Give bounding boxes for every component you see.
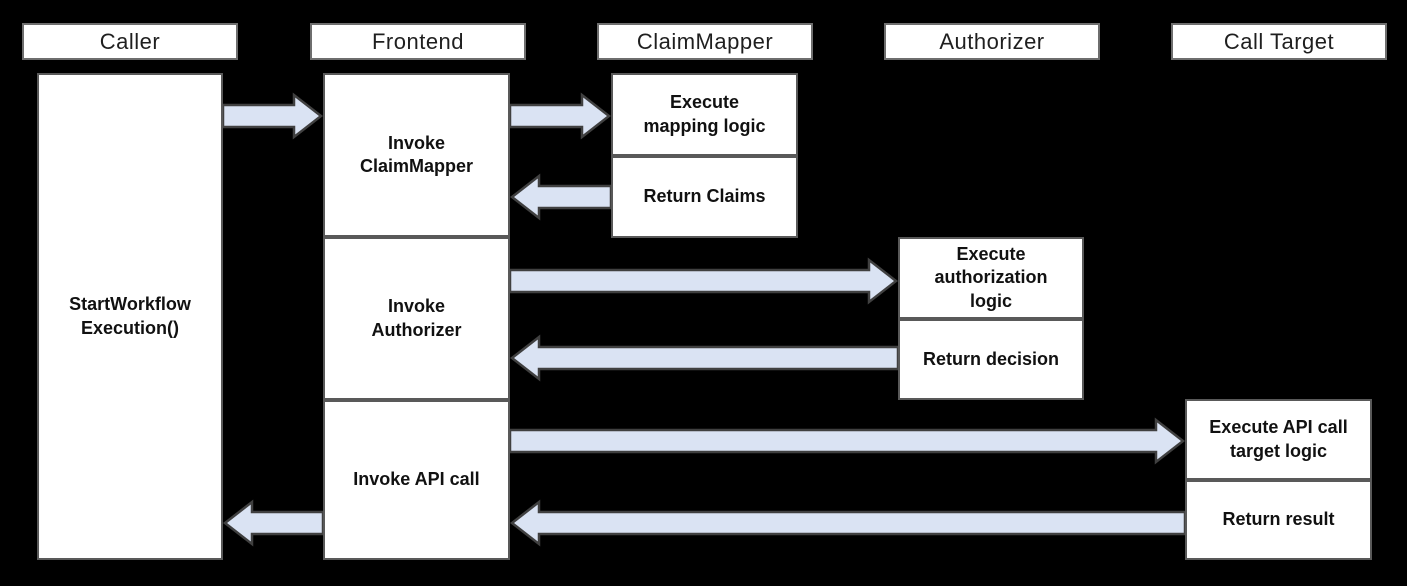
lane-header-frontend: Frontend: [310, 23, 526, 60]
box-return-result: Return result: [1185, 480, 1372, 560]
box-execute-authorization-logic: Execute authorization logic: [898, 237, 1084, 319]
box-return-decision: Return decision: [898, 319, 1084, 400]
box-invoke-claimmapper: Invoke ClaimMapper: [323, 73, 510, 237]
arrow-claimmapper-to-frontend: [509, 173, 613, 221]
arrow-frontend-to-authorizer: [508, 257, 899, 305]
lane-header-caller: Caller: [22, 23, 238, 60]
box-invoke-authorizer: Invoke Authorizer: [323, 237, 510, 400]
box-execute-mapping-logic: Execute mapping logic: [611, 73, 798, 156]
arrow-frontend-to-calltarget: [508, 417, 1186, 465]
lane-header-authorizer: Authorizer: [884, 23, 1100, 60]
box-execute-api-call-target-logic: Execute API call target logic: [1185, 399, 1372, 480]
box-invoke-api-call: Invoke API call: [323, 400, 510, 560]
lane-header-claimmapper: ClaimMapper: [597, 23, 813, 60]
lane-header-call-target: Call Target: [1171, 23, 1387, 60]
arrow-frontend-to-caller: [222, 499, 325, 547]
arrow-frontend-to-claimmapper: [508, 92, 612, 140]
arrow-calltarget-to-frontend: [509, 499, 1187, 547]
box-startworkflowexecution: StartWorkflow Execution(): [37, 73, 223, 560]
box-return-claims: Return Claims: [611, 156, 798, 238]
arrow-caller-to-frontend: [221, 92, 324, 140]
arrow-authorizer-to-frontend: [509, 334, 900, 382]
